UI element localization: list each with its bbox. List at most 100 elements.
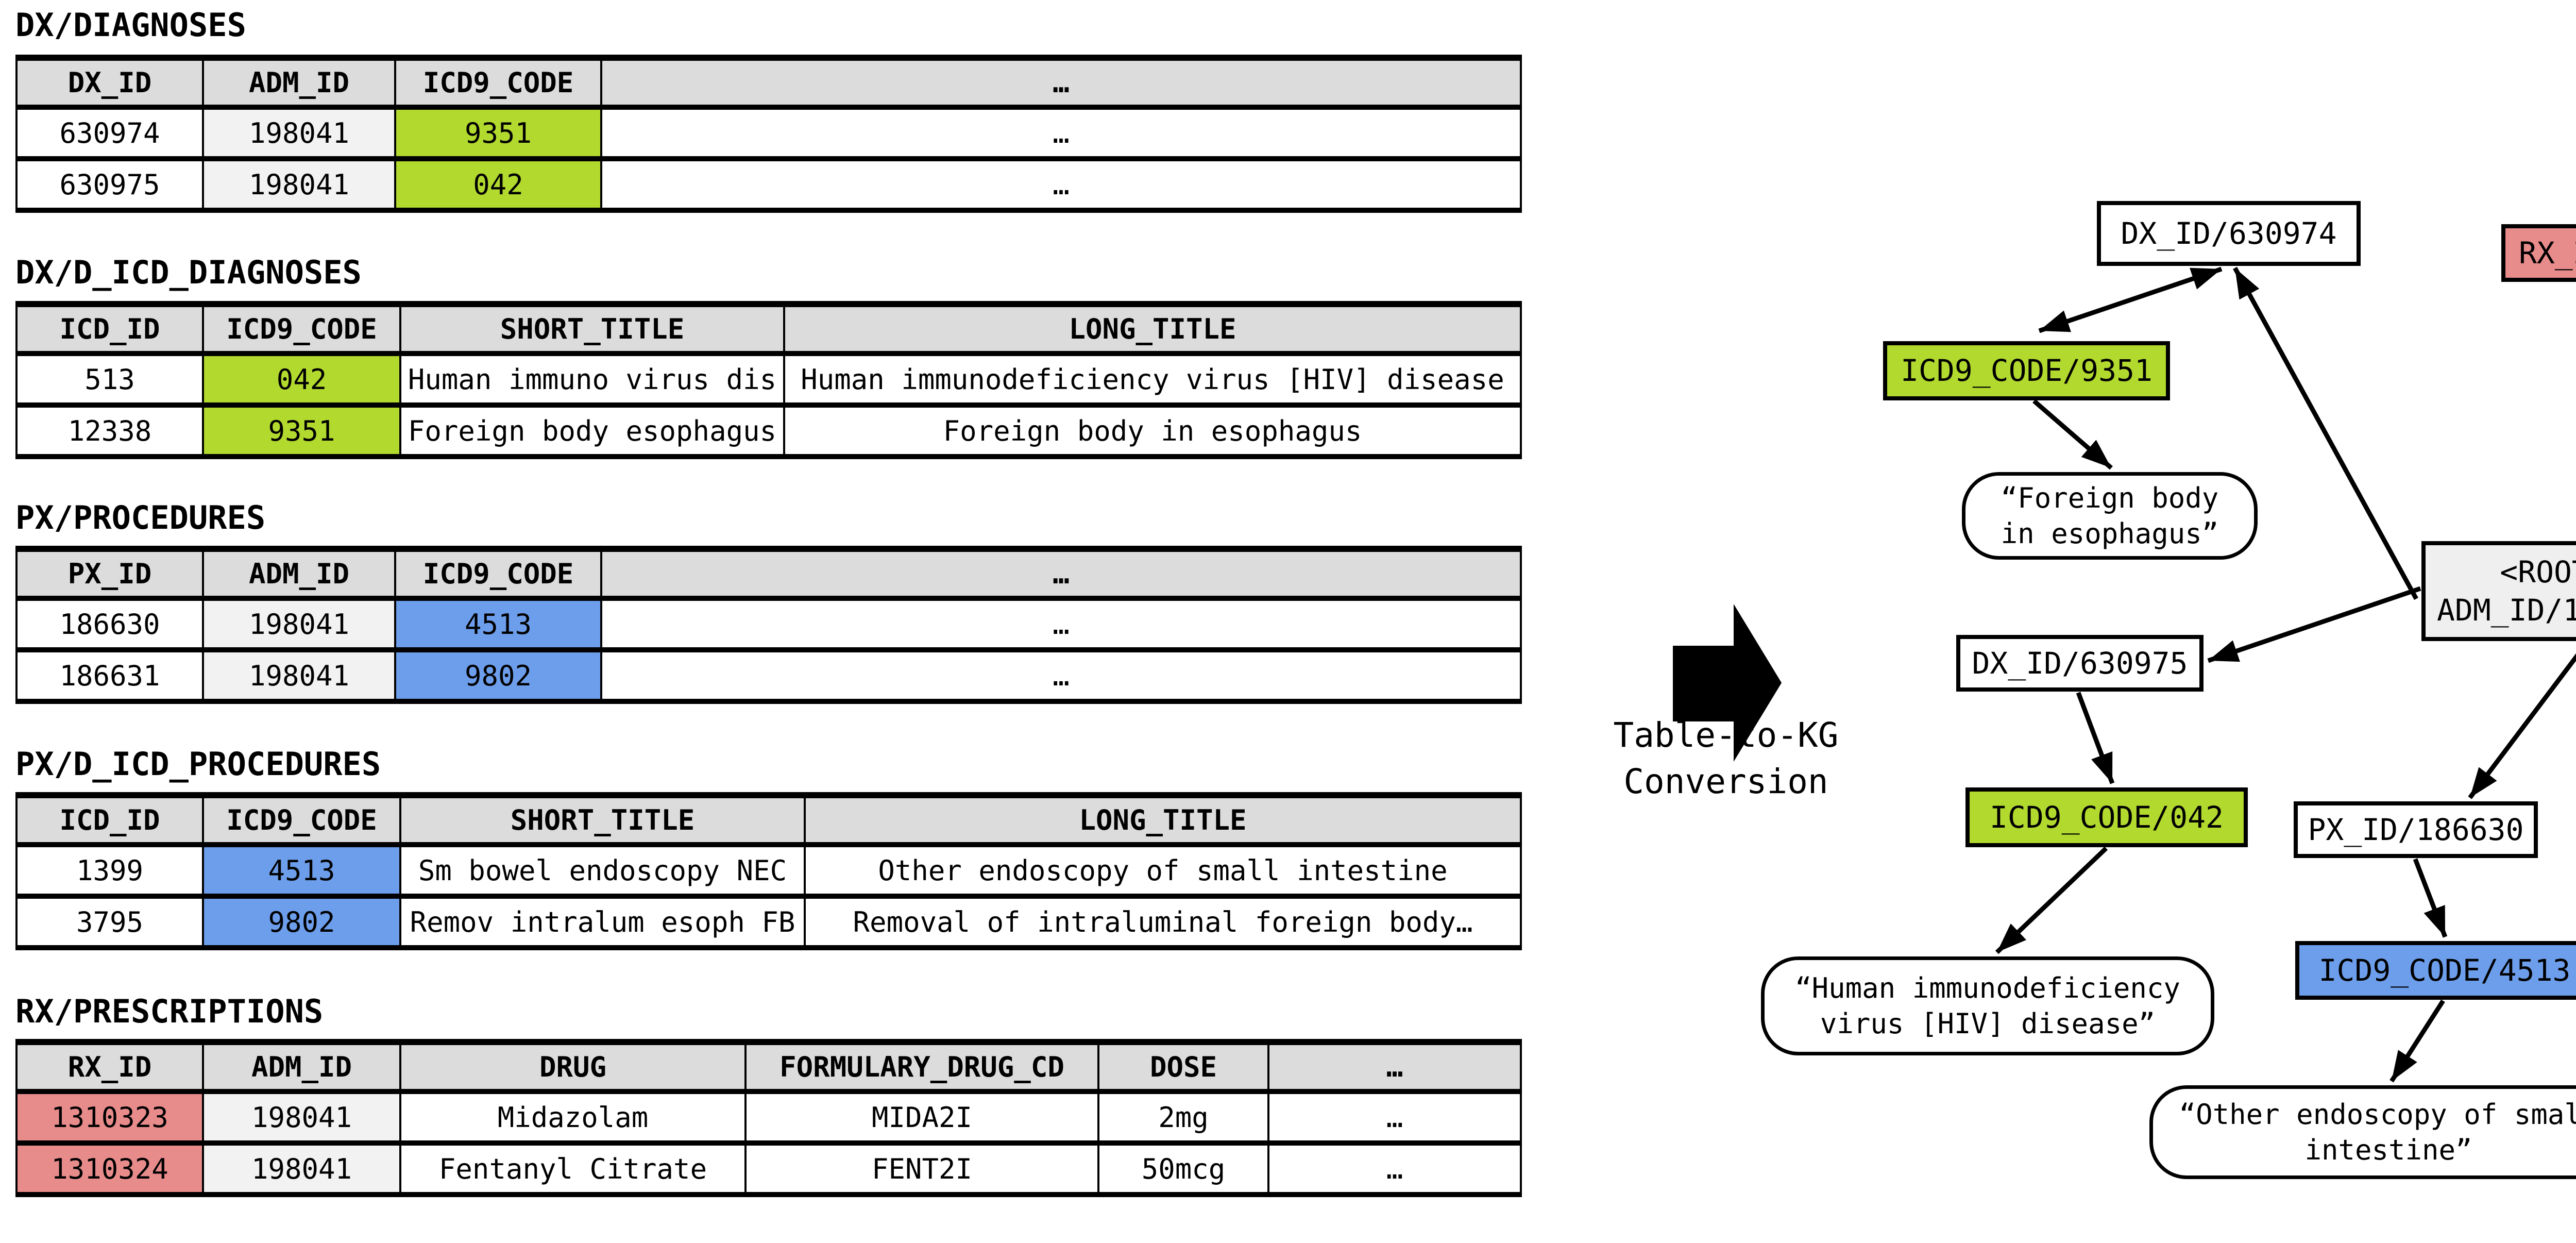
header-cell-dx_d_icd_diagnoses-1: ICD9_CODE	[202, 301, 401, 356]
edge-dx630975-to-icd9_042	[2076, 692, 2115, 784]
conversion-label-line1: Table-to-KG	[1613, 715, 1839, 755]
cell-dx_d_icd_diagnoses-r0-c0: 513	[15, 352, 204, 408]
cell-dx_diagnoses-r1-c0: 630975	[15, 158, 204, 213]
header-cell-dx_diagnoses-3: …	[600, 55, 1522, 110]
cell-rx_prescriptions-r0-c5: …	[1267, 1090, 1522, 1146]
cell-rx_prescriptions-r0-c4: 2mg	[1097, 1090, 1269, 1146]
cell-px_d_icd_procedures-r0-c0: 1399	[15, 844, 204, 899]
graph-node-dx630975: DX_ID/630975	[1956, 635, 2204, 692]
graph-node-icd9_042: ICD9_CODE/042	[1965, 787, 2248, 847]
edge-icd9_4513-to-quote_endo	[2389, 999, 2445, 1083]
cell-dx_d_icd_diagnoses-r1-c1: 9351	[202, 404, 401, 459]
header-cell-px_procedures-0: PX_ID	[15, 546, 204, 601]
header-cell-dx_d_icd_diagnoses-2: SHORT_TITLE	[399, 301, 785, 356]
cell-px_procedures-r0-c0: 186630	[15, 597, 204, 652]
cell-px_procedures-r0-c2: 4513	[394, 597, 602, 652]
cell-px_procedures-r1-c2: 9802	[394, 649, 602, 704]
header-cell-dx_diagnoses-1: ADM_ID	[202, 55, 396, 110]
cell-px_procedures-r1-c3: …	[600, 649, 1522, 704]
graph-node-icd9_4513: ICD9_CODE/4513	[2295, 941, 2576, 1000]
graph-node-dx630974: DX_ID/630974	[2097, 201, 2361, 266]
graph-node-quote_hiv-line1: “Human immunodeficiency	[1795, 971, 2180, 1004]
cell-dx_d_icd_diagnoses-r0-c2: Human immuno virus dis	[399, 352, 785, 408]
cell-px_d_icd_procedures-r0-c2: Sm bowel endoscopy NEC	[399, 844, 806, 899]
cell-rx_prescriptions-r1-c4: 50mcg	[1097, 1142, 1269, 1197]
header-cell-rx_prescriptions-3: FORMULARY_DRUG_CD	[744, 1039, 1099, 1094]
cell-px_procedures-r0-c1: 198041	[202, 597, 396, 652]
graph-node-quote_esoph-line2: in esophagus”	[2001, 517, 2219, 550]
header-cell-px_d_icd_procedures-2: SHORT_TITLE	[399, 792, 806, 847]
conversion-label: Table-to-KG Conversion	[1566, 712, 1886, 805]
header-cell-px_d_icd_procedures-0: ICD_ID	[15, 792, 204, 847]
header-cell-rx_prescriptions-5: …	[1267, 1039, 1522, 1094]
cell-rx_prescriptions-r1-c0: 1310324	[15, 1142, 204, 1197]
edge-root-to-dx630975	[2207, 586, 2421, 663]
cell-dx_d_icd_diagnoses-r1-c0: 12338	[15, 404, 204, 459]
edge-root-to-dx630974	[2233, 266, 2418, 600]
cell-rx_prescriptions-r1-c3: FENT2I	[744, 1142, 1099, 1197]
table-title-dx_d_icd_diagnoses: DX/D_ICD_DIAGNOSES	[15, 254, 362, 291]
header-cell-dx_d_icd_diagnoses-0: ICD_ID	[15, 301, 204, 356]
header-cell-dx_diagnoses-2: ICD9_CODE	[394, 55, 602, 110]
header-cell-rx_prescriptions-2: DRUG	[399, 1039, 747, 1094]
cell-dx_d_icd_diagnoses-r1-c3: Foreign body in esophagus	[783, 404, 1522, 459]
conversion-label-line2: Conversion	[1623, 762, 1828, 801]
graph-node-root-line1: <ROOT>	[2500, 554, 2576, 590]
edge-icd9_042-to-quote_hiv	[1995, 846, 2108, 954]
cell-px_d_icd_procedures-r1-c1: 9802	[202, 895, 401, 950]
cell-dx_d_icd_diagnoses-r0-c1: 042	[202, 352, 401, 408]
cell-px_procedures-r1-c0: 186631	[15, 649, 204, 704]
graph-node-root-line2: ADM_ID/198041	[2437, 593, 2576, 628]
graph-node-quote_endo-line2: intestine”	[2304, 1134, 2472, 1166]
header-cell-rx_prescriptions-1: ADM_ID	[202, 1039, 401, 1094]
header-cell-px_procedures-3: …	[600, 546, 1522, 601]
cell-rx_prescriptions-r0-c2: Midazolam	[399, 1090, 747, 1146]
graph-node-px186630: PX_ID/186630	[2294, 801, 2538, 858]
cell-rx_prescriptions-r0-c1: 198041	[202, 1090, 401, 1146]
header-cell-rx_prescriptions-0: RX_ID	[15, 1039, 204, 1094]
cell-px_procedures-r1-c1: 198041	[202, 649, 396, 704]
table-title-rx_prescriptions: RX/PRESCRIPTIONS	[15, 993, 324, 1030]
cell-rx_prescriptions-r1-c5: …	[1267, 1142, 1522, 1197]
header-cell-px_procedures-1: ADM_ID	[202, 546, 396, 601]
edge-icd9_9351-to-quote_esoph	[2032, 399, 2113, 470]
table-title-px_d_icd_procedures: PX/D_ICD_PROCEDURES	[15, 745, 381, 783]
cell-dx_diagnoses-r1-c1: 198041	[202, 158, 396, 213]
cell-rx_prescriptions-r1-c1: 198041	[202, 1142, 401, 1197]
header-cell-px_d_icd_procedures-1: ICD9_CODE	[202, 792, 401, 847]
header-cell-rx_prescriptions-4: DOSE	[1097, 1039, 1269, 1094]
cell-px_d_icd_procedures-r1-c3: Removal of intraluminal foreign body…	[804, 895, 1522, 950]
cell-rx_prescriptions-r0-c3: MIDA2I	[744, 1090, 1099, 1146]
header-cell-px_d_icd_procedures-3: LONG_TITLE	[804, 792, 1522, 847]
edge-root-to-px186630	[2468, 653, 2576, 799]
cell-px_procedures-r0-c3: …	[600, 597, 1522, 652]
cell-dx_diagnoses-r0-c0: 630974	[15, 106, 204, 161]
header-cell-dx_d_icd_diagnoses-3: LONG_TITLE	[783, 301, 1522, 356]
graph-node-rx1310324: RX_ID/1310324	[2501, 224, 2576, 282]
graph-node-quote_endo-line1: “Other endoscopy of small	[2179, 1098, 2576, 1131]
cell-dx_d_icd_diagnoses-r0-c3: Human immunodeficiency virus [HIV] disea…	[783, 352, 1522, 408]
graph-node-quote_esoph-line1: “Foreign body	[2001, 481, 2219, 514]
cell-px_d_icd_procedures-r1-c0: 3795	[15, 895, 204, 950]
edge-px186630-to-icd9_4513	[2413, 858, 2448, 938]
cell-dx_diagnoses-r0-c3: …	[600, 106, 1522, 161]
graph-node-icd9_9351: ICD9_CODE/9351	[1883, 341, 2170, 400]
table-title-dx_diagnoses: DX/DIAGNOSES	[15, 6, 246, 44]
cell-px_d_icd_procedures-r0-c1: 4513	[202, 844, 401, 899]
cell-px_d_icd_procedures-r1-c2: Remov intralum esoph FB	[399, 895, 806, 950]
graph-node-root: <ROOT>ADM_ID/198041	[2421, 541, 2576, 641]
table-title-px_procedures: PX/PROCEDURES	[15, 499, 266, 536]
